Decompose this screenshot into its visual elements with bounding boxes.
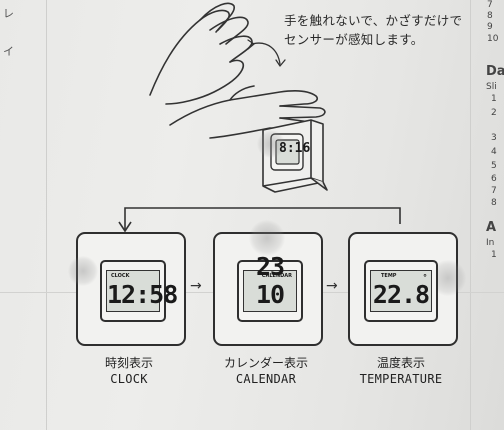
fold-line-right: [470, 0, 471, 430]
next-arrow: →: [190, 278, 202, 294]
right-edge-number: 10: [487, 34, 499, 44]
fold-line-left: [46, 0, 47, 430]
temperature-label-jp: 温度表示: [376, 356, 425, 370]
temperature-mode-device: TEMP ° 22.8: [348, 232, 466, 346]
right-edge-subheading: In: [486, 238, 495, 248]
calendar-label-en: CALENDAR: [235, 372, 297, 386]
temperature-label-en: TEMPERATURE: [359, 372, 443, 386]
right-edge-list-item: 6: [491, 174, 497, 184]
right-edge-heading: A: [486, 220, 497, 235]
calendar-label-jp: カレンダー表示: [223, 356, 308, 370]
lcd-frame: TEMP ° 22.8: [364, 260, 438, 322]
instruction-line-2: センサーが感知します。: [284, 32, 424, 47]
right-edge-list-item: 8: [491, 198, 497, 208]
instruction-line-1: 手を触れないで、かざすだけで: [284, 13, 463, 28]
temperature-display-value: 22.8: [372, 280, 430, 309]
right-edge-heading: Da: [486, 64, 504, 79]
next-arrow: →: [326, 278, 338, 294]
lcd-screen: CLOCK 12:58: [106, 270, 178, 312]
calendar-mode-device: CALENDAR 23 10: [213, 220, 323, 346]
clock-display-value: 12:58: [107, 280, 178, 309]
top-clock-device: [262, 119, 328, 193]
lcd-mode-tag: CLOCK: [111, 273, 130, 279]
right-edge-list-item: 3: [491, 133, 497, 143]
left-edge-fragment: レ: [3, 7, 14, 20]
right-edge-subheading: Sli: [486, 82, 497, 92]
lcd-screen: TEMP ° 22.8: [370, 270, 432, 312]
calendar-display-value: 23 10: [255, 252, 285, 309]
right-edge-number: 8: [487, 11, 493, 21]
clock-label-en: CLOCK: [110, 372, 148, 386]
right-edge-list-item: 4: [491, 147, 497, 157]
right-edge-number: 7: [487, 0, 493, 10]
degree-mark: °: [423, 273, 427, 282]
lcd-frame: CALENDAR 23 10: [237, 253, 303, 322]
lcd-screen: CALENDAR 23 10: [243, 253, 297, 312]
right-edge-list-item: 1: [491, 250, 497, 260]
sensor-glow: [249, 220, 285, 256]
lcd-mode-tag: CALENDAR: [261, 273, 292, 279]
sensor-glow: [68, 256, 98, 286]
cycle-arrow: [118, 207, 401, 233]
right-edge-list-item: 5: [491, 161, 497, 171]
right-edge-list-item: 2: [491, 108, 497, 118]
clock-mode-device: CLOCK 12:58: [68, 232, 186, 346]
right-edge-list-item: 7: [491, 186, 497, 196]
lcd-mode-tag: TEMP: [381, 273, 397, 279]
right-edge-list-item: 1: [491, 94, 497, 104]
lcd-frame: CLOCK 12:58: [100, 260, 178, 322]
right-edge-number: 9: [487, 22, 493, 32]
clock-label-jp: 時刻表示: [104, 356, 153, 370]
top-clock-time: 8:16: [279, 141, 311, 156]
left-edge-fragment: イ: [3, 45, 14, 58]
sensor-glow: [257, 130, 285, 158]
